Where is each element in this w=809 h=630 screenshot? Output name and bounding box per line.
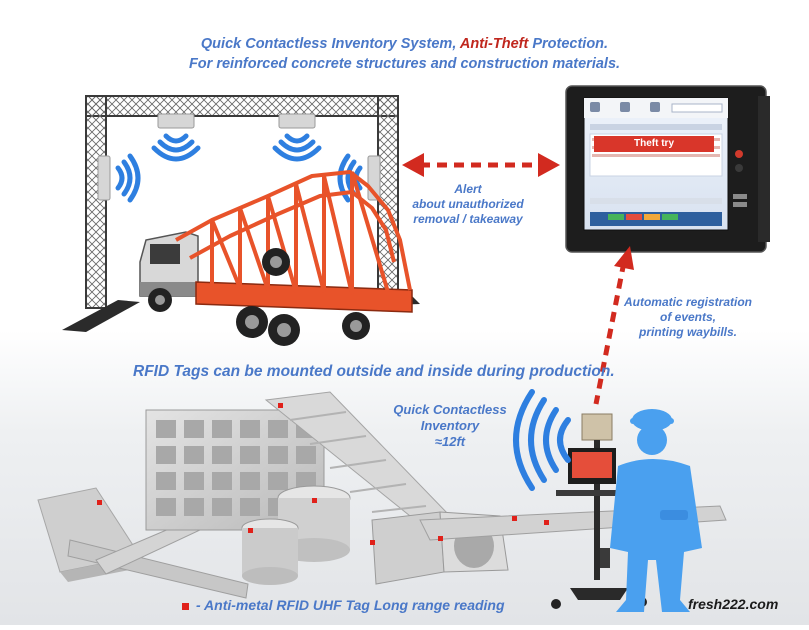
rfid-antennas	[97, 113, 381, 201]
concrete-products	[37, 391, 727, 599]
inventory-line-1: Quick Contactless	[393, 402, 507, 417]
registration-line-1: Automatic registration	[623, 295, 752, 309]
tag-legend-marker	[182, 603, 189, 610]
theft-alert-popup	[594, 136, 714, 152]
wifi-signal-icon	[513, 389, 571, 491]
alert-arrow	[402, 153, 560, 177]
alert-line-2: about unauthorized	[412, 197, 524, 211]
theft-alert-title: Theft try	[634, 138, 674, 149]
inventory-range-label: Quick Contactless Inventory ≈12ft	[385, 402, 515, 450]
registration-line-2: of events,	[659, 310, 716, 324]
inventory-range: ≈12ft	[434, 434, 466, 449]
tag-legend-text: - Anti-metal RFID UHF Tag Long range rea…	[196, 597, 505, 613]
inventory-line-2: Inventory	[420, 418, 480, 433]
registration-arrow	[593, 246, 634, 405]
headline-part-2: Protection.	[528, 36, 609, 52]
truck-with-trailer	[139, 170, 413, 346]
rfid-tag-markers	[97, 403, 549, 545]
watermark: fresh222.com	[688, 596, 779, 612]
alert-monitor	[565, 85, 770, 253]
registration-line-3: printing waybills.	[638, 325, 737, 339]
rfid-mounting-caption: RFID Tags can be mounted outside and ins…	[133, 363, 615, 380]
wifi-signal-icon	[115, 133, 363, 203]
alert-label: Alert about unauthorized removal / takea…	[398, 182, 538, 227]
registration-label: Automatic registration of events, printi…	[608, 295, 768, 340]
headline-part-1: Quick Contactless Inventory System,	[200, 36, 460, 52]
headline: Quick Contactless Inventory System, Anti…	[0, 34, 809, 74]
alert-line-1: Alert	[454, 182, 482, 196]
worker-silhouette-icon	[610, 409, 702, 612]
anti-theft-highlight: Anti-Theft	[459, 36, 529, 52]
headline-line-1: Quick Contactless Inventory System, Anti…	[0, 34, 809, 54]
alert-line-3: removal / takeaway	[413, 212, 523, 226]
headline-line-2: For reinforced concrete structures and c…	[188, 56, 621, 72]
